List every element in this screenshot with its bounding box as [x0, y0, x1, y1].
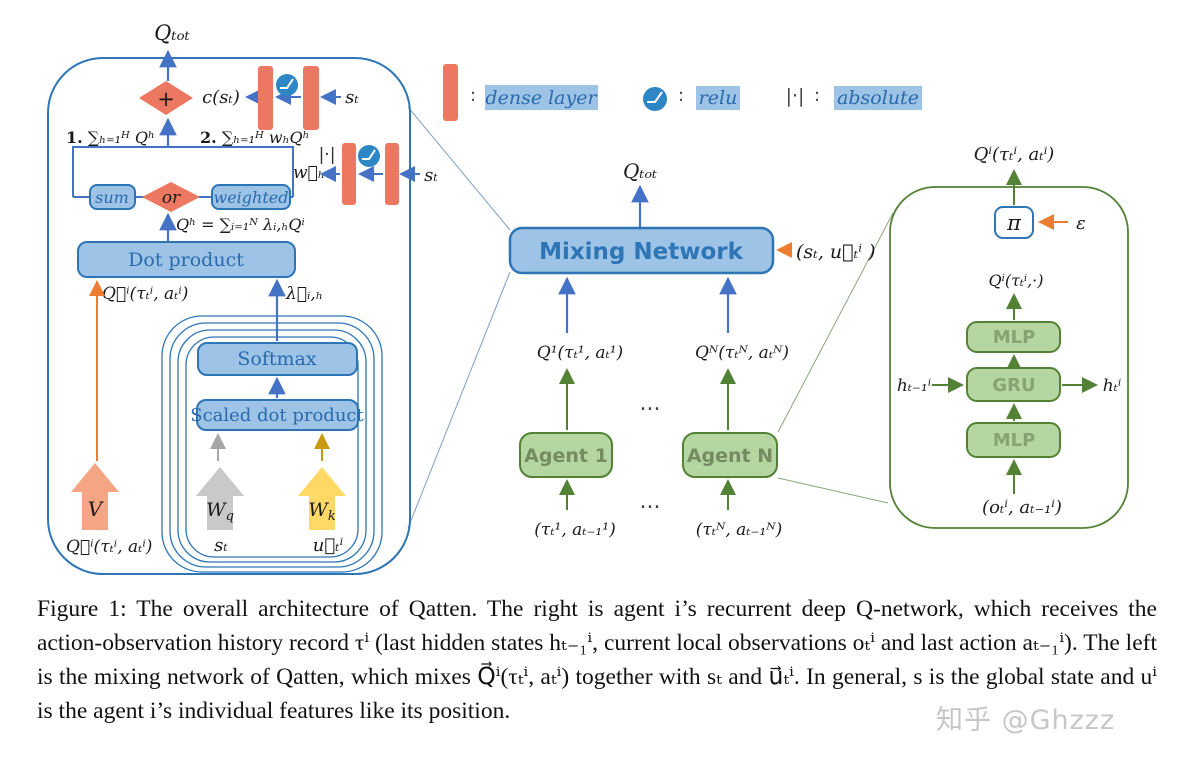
scaled-dot-product-box — [196, 399, 359, 431]
gru-box — [966, 367, 1061, 402]
scaled-dot-product-label: Scaled dot product — [190, 405, 364, 426]
wq-block-arrow — [196, 467, 244, 530]
relu-icon — [358, 145, 380, 167]
connector-left-bottom — [407, 271, 511, 529]
st-label-wh: sₜ — [424, 165, 438, 186]
h-next-label: hₜⁱ — [1103, 376, 1122, 396]
legend-abs-label: absolute — [837, 87, 919, 109]
agentn-label: Agent N — [687, 445, 773, 467]
dense-layer-bar — [385, 143, 399, 205]
connector-right-bottom — [777, 477, 889, 504]
ut-vec-label: u⃗ₜⁱ — [313, 535, 344, 556]
sum-label: sum — [95, 188, 129, 207]
formula-2: 2. ∑ₕ₌₁ᴴ wₕQʰ — [200, 128, 310, 147]
figure-caption: Figure 1: The overall architecture of Qa… — [37, 596, 1157, 725]
agentn-box — [682, 432, 778, 478]
legend-abs-icon: |·| — [786, 85, 805, 107]
mixing-network-box — [508, 226, 775, 275]
qi-all-label: Qⁱ(τₜⁱ,·) — [988, 271, 1043, 290]
qi-out-label: Qⁱ(τₜⁱ, aₜⁱ) — [974, 144, 1055, 165]
st-label-wq: sₜ — [214, 535, 228, 556]
qi-vec-label-bottom: Q⃗ⁱ(τₜⁱ, aₜⁱ) — [66, 537, 152, 557]
sum-box — [89, 184, 136, 210]
weighted-box — [211, 184, 291, 210]
relu-curve — [280, 78, 294, 89]
pi-box — [994, 206, 1034, 239]
plus-diamond — [139, 81, 193, 115]
lambda-vec-label: λ⃗ᵢ,ₕ — [285, 284, 323, 304]
legend-dense-highlight — [485, 85, 598, 110]
gru-label: GRU — [992, 375, 1035, 396]
mlp-top-label: MLP — [993, 327, 1036, 348]
or-label: or — [162, 188, 181, 208]
pi-label: π — [1006, 211, 1022, 235]
dense-layer-bar — [342, 143, 356, 205]
qh-formula: Qʰ = ∑ᵢ₌₁ᴺ λᵢ,ₕQⁱ — [176, 215, 305, 234]
dots-lower: ... — [640, 489, 661, 514]
qn-label: Qᴺ(τₜᴺ, aₜᴺ) — [695, 343, 789, 363]
relu-icon — [276, 74, 298, 96]
connector-right-top — [777, 212, 894, 433]
softmax-box — [197, 342, 358, 376]
mlp-top-box — [966, 321, 1061, 353]
abs-symbol-left: |·| — [319, 145, 336, 165]
qi-vec-label-mid: Q⃗ⁱ(τₜⁱ, aₜⁱ) — [102, 284, 188, 304]
wk-block-arrow — [298, 467, 346, 530]
agent1-label: Agent 1 — [524, 445, 608, 467]
formula-1: 1. ∑ₕ₌₁ᴴ Qʰ — [66, 128, 155, 147]
mlp-bottom-label: MLP — [993, 430, 1036, 451]
dense-layer-bar — [303, 66, 319, 130]
state-input-label: (sₜ, u⃗ₜⁱ ) — [796, 241, 876, 263]
softmax-label: Softmax — [237, 348, 316, 370]
qtot-label-left: Qₜₒₜ — [154, 21, 190, 45]
agent1-box — [519, 432, 613, 478]
mlp-bottom-box — [966, 422, 1061, 458]
dots-upper: ... — [640, 391, 661, 416]
mixing-network-detail-panel — [47, 57, 411, 575]
legend-colon: : — [678, 85, 684, 106]
plus-sign: + — [157, 87, 175, 111]
dot-product-label: Dot product — [128, 249, 244, 271]
st-label-top: sₜ — [345, 87, 359, 108]
legend-relu-highlight — [696, 86, 740, 110]
wk-label: Wk — [308, 499, 336, 524]
mixing-network-label: Mixing Network — [539, 239, 744, 265]
relu-curve — [362, 149, 376, 160]
legend-relu-icon — [643, 87, 667, 111]
epsilon-label: ε — [1076, 213, 1086, 234]
or-diamond — [142, 182, 200, 212]
h-prev-label: hₜ₋₁ⁱ — [897, 376, 931, 396]
agent-network-panel — [889, 186, 1129, 529]
legend-dense-label: dense layer — [485, 87, 598, 109]
in1-label: (τₜ¹, aₜ₋₁¹) — [534, 520, 615, 540]
legend-relu-curve — [647, 91, 663, 103]
connector-left-top — [407, 106, 511, 231]
cst-label: c(sₜ) — [202, 87, 240, 108]
v-block-arrow — [71, 463, 119, 530]
dense-layer-bar — [258, 66, 273, 130]
inn-label: (τₜᴺ, aₜ₋₁ᴺ) — [696, 520, 783, 540]
qatten-architecture-diagram: Qₜₒₜ + c(sₜ) sₜ 1. ∑ₕ₌₁ᴴ Qʰ 2. ∑ₕ₌₁ᴴ wₕQ… — [47, 21, 1129, 575]
dot-product-box — [77, 241, 296, 278]
wh-label: w⃗ₕ — [293, 163, 325, 183]
legend-dense-bar-icon — [443, 64, 458, 121]
wq-label: Wq — [206, 499, 234, 524]
qtot-label-middle: Qₜₒₜ — [623, 159, 657, 183]
weighted-label: weighted — [214, 188, 289, 207]
obs-in-label: (oₜⁱ, aₜ₋₁ⁱ) — [982, 497, 1062, 518]
legend-colon: : — [814, 85, 820, 106]
choice-bracket — [72, 146, 294, 197]
q1-label: Q¹(τₜ¹, aₜ¹) — [537, 343, 623, 363]
legend-colon: : — [470, 85, 476, 106]
watermark: 知乎 @Ghzzz — [936, 705, 1116, 736]
legend-abs-highlight — [834, 86, 922, 110]
legend-relu-label: relu — [699, 87, 738, 109]
v-label: V — [88, 497, 105, 521]
